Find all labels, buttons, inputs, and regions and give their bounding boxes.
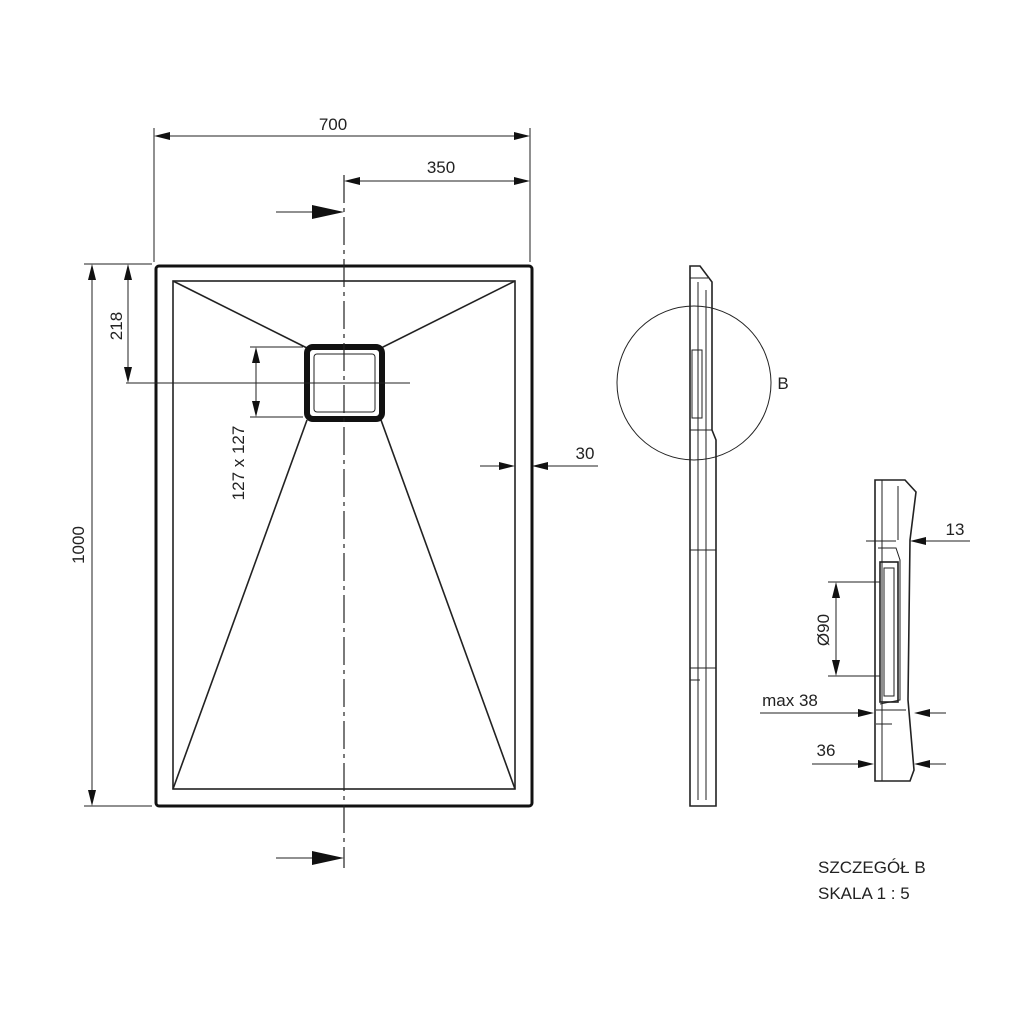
dim-text-350: 350 xyxy=(427,158,455,177)
section-arrow-top xyxy=(276,205,344,219)
dim-text-36: 36 xyxy=(817,741,836,760)
section-arrow-bottom xyxy=(276,851,344,865)
dim-text-1000: 1000 xyxy=(69,526,88,564)
plan-view: 700 350 1000 218 xyxy=(69,115,598,868)
dim-length-1000: 1000 xyxy=(69,263,152,807)
detail-caption-scale: SKALA 1 : 5 xyxy=(818,884,910,903)
dim-max-38: max 38 xyxy=(760,691,946,717)
dim-text-700: 700 xyxy=(319,115,347,134)
slope-lines xyxy=(172,280,516,790)
dim-base-36: 36 xyxy=(812,741,946,768)
dim-text-218: 218 xyxy=(107,312,126,340)
detail-caption-title: SZCZEGÓŁ B xyxy=(818,858,926,877)
dim-drain-127: 127 x 127 xyxy=(229,346,303,501)
dim-offset-218: 218 xyxy=(107,264,132,383)
dim-rim-13: 13 xyxy=(866,520,970,545)
detail-marker-b: B xyxy=(777,374,788,393)
dim-text-max38: max 38 xyxy=(762,691,818,710)
dim-drain-90: Ø90 xyxy=(814,581,880,677)
detail-b-circle xyxy=(616,305,772,461)
detail-b: 13 Ø90 max 38 36 SZCZEGÓŁ B xyxy=(760,479,970,903)
dim-text-90: Ø90 xyxy=(814,614,833,646)
dim-rim-30: 30 xyxy=(480,444,598,470)
dim-text-30: 30 xyxy=(576,444,595,463)
section-view: B xyxy=(616,265,789,807)
dim-width-350: 350 xyxy=(344,158,530,185)
dim-text-127x127: 127 x 127 xyxy=(229,426,248,501)
dim-width-700: 700 xyxy=(153,115,531,262)
dim-text-13: 13 xyxy=(946,520,965,539)
